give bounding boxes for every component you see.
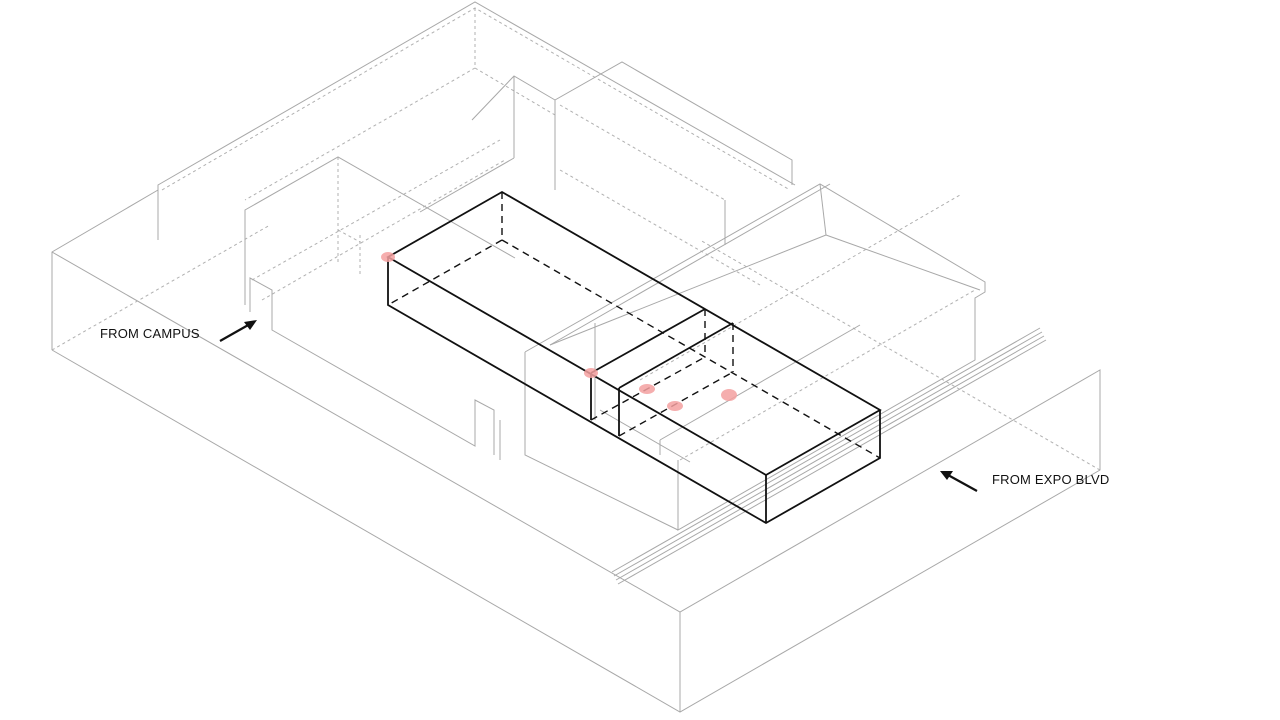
arrow-expo-icon [940, 471, 978, 492]
road-lines [611, 327, 1047, 585]
context-building-middle [244, 75, 556, 455]
marker [584, 368, 598, 378]
context-building-back [157, 1, 796, 240]
label-from-expo-blvd: FROM EXPO BLVD [992, 472, 1110, 487]
marker [639, 384, 655, 394]
arrow-campus-icon [219, 320, 257, 342]
label-from-campus: FROM CAMPUS [100, 326, 200, 341]
context-building-right-back [554, 61, 793, 286]
marker [667, 401, 683, 411]
marker [721, 389, 737, 401]
site-base [51, 189, 1101, 713]
highlighted-volume [386, 190, 882, 525]
point-markers [381, 252, 737, 411]
marker [381, 252, 395, 262]
